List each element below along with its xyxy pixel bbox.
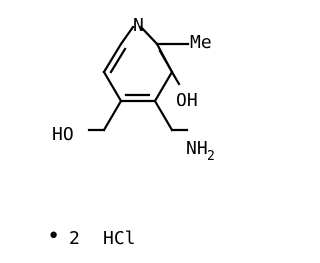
bond-c5-ch2: [102, 99, 123, 132]
bond-c6-n-inner: [109, 47, 127, 74]
ring-nitrogen-label: N: [133, 15, 144, 36]
atom-label-set: N Me OH HO NH 2: [52, 15, 215, 164]
structure-canvas: N Me OH HO NH 2 • 2 HCl: [47, 15, 215, 249]
salt-count: 2: [69, 228, 80, 249]
bond-n-c2: [139, 25, 159, 46]
methyl-label: Me: [190, 32, 212, 53]
bond-c3-c4: [153, 70, 174, 103]
amino-subscript: 2: [207, 149, 215, 164]
chemical-structure-diagram: N Me OH HO NH 2 • 2 HCl: [47, 15, 215, 249]
amino-label: NH: [186, 138, 208, 159]
bond-c6-n-link: [119, 25, 135, 46]
salt-annotation: • 2 HCl: [47, 224, 136, 249]
bond-set: [87, 25, 190, 132]
bond-c4-ch2: [153, 99, 174, 132]
hydroxymethyl-label: HO: [52, 124, 74, 145]
salt-formula: HCl: [103, 228, 136, 249]
hydroxyl-label: OH: [176, 90, 198, 111]
bond-c2-c3-inner: [158, 49, 174, 74]
bond-c5-c6: [102, 70, 123, 103]
salt-bullet: •: [47, 224, 60, 249]
bond-c3-hydroxyl: [170, 70, 181, 86]
bond-c6-n: [102, 42, 123, 74]
